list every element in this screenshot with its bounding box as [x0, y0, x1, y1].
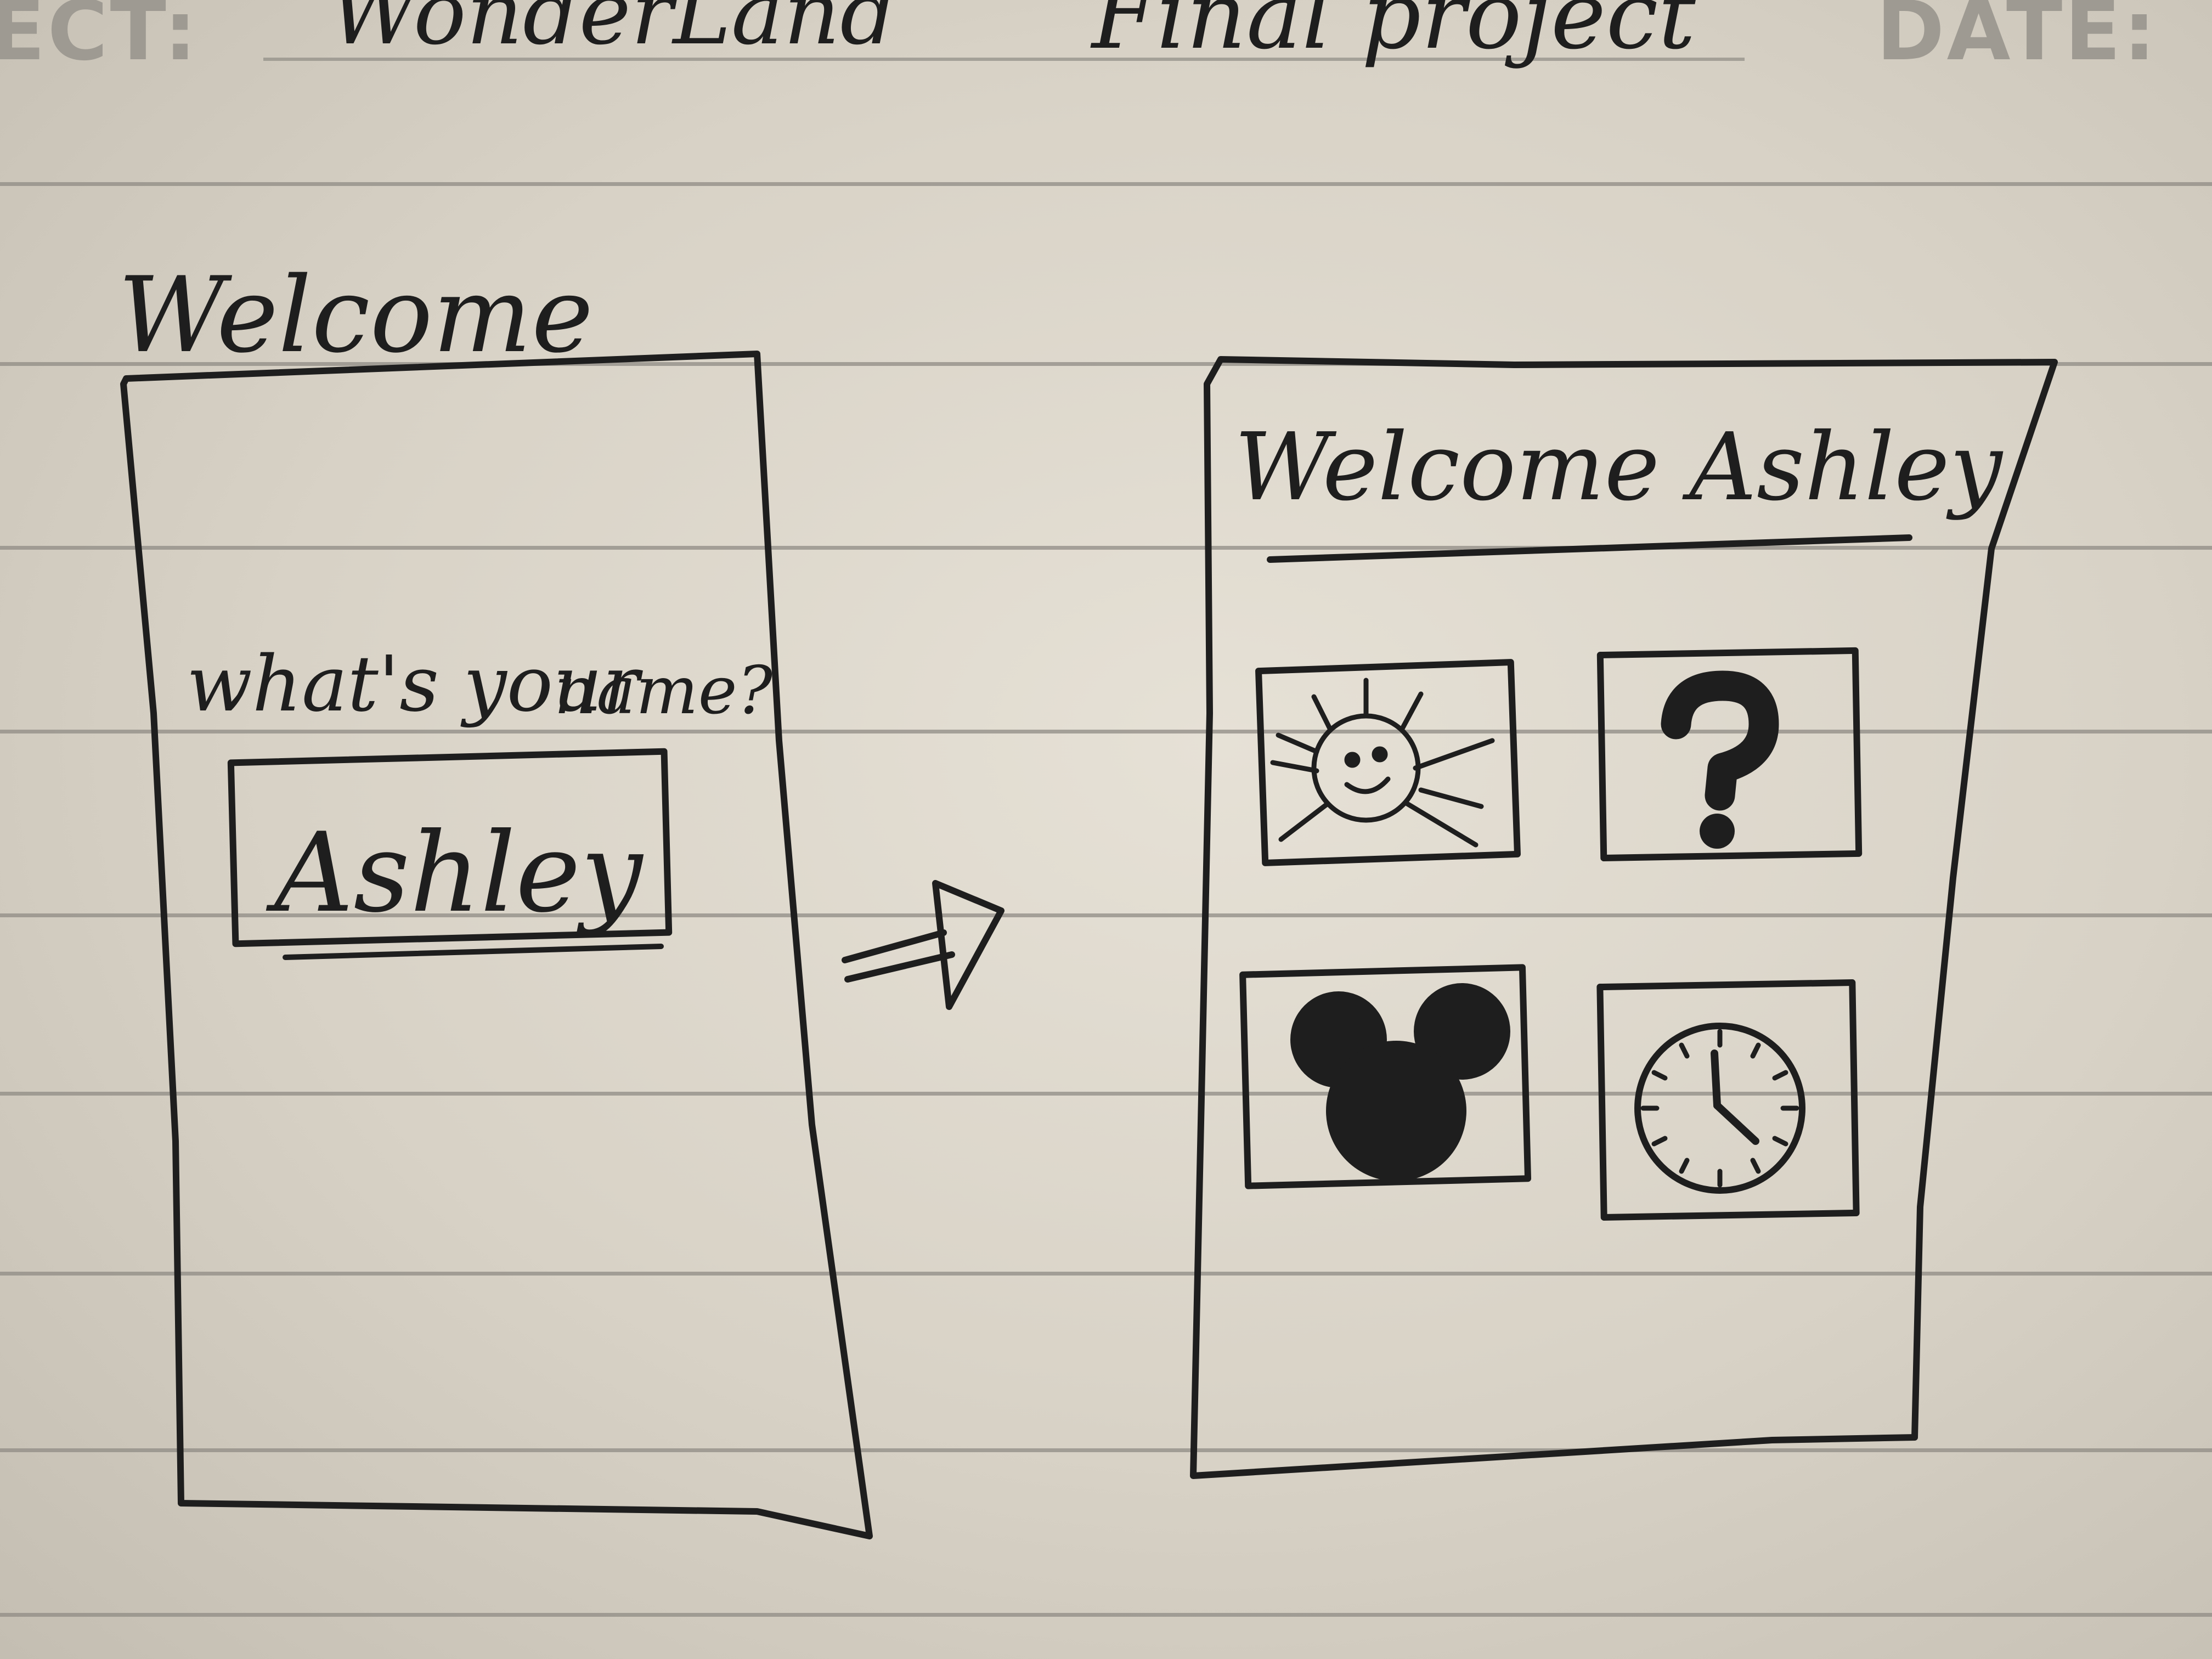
screen-2-title: Welcome Ashley: [1234, 413, 2004, 522]
ruled-line: [0, 546, 2212, 550]
name-prompt-line2: name?: [554, 653, 773, 729]
name-input-value: Ashley: [266, 809, 644, 937]
ruled-line: [0, 1448, 2212, 1452]
tile-clock[interactable]: [1596, 979, 1860, 1221]
name-input[interactable]: [227, 748, 673, 947]
tile-sun[interactable]: [1255, 659, 1521, 866]
screen-1-frame: [120, 351, 873, 1539]
screen-2-frame: [1190, 356, 2058, 1479]
sun-face-icon: [1270, 678, 1495, 848]
ruled-line: [0, 913, 2212, 917]
tile-question[interactable]: [1596, 647, 1863, 861]
name-input-underline: [283, 944, 664, 960]
ruled-line: [0, 1613, 2212, 1617]
screen-2: Welcome Ashley: [1190, 356, 2058, 1479]
subject-underline: [263, 58, 1745, 61]
subject-value-2: Final project: [1092, 0, 1696, 70]
date-label: DATE:: [1876, 0, 2158, 79]
ruled-line: [0, 182, 2212, 186]
transition-arrow-icon: [842, 880, 1005, 1010]
screen-1: Welcome what's your name? Ashley: [118, 255, 873, 1539]
subject-value: WonderLand: [329, 0, 896, 64]
ruled-line: [0, 362, 2212, 366]
ruled-line: [0, 1092, 2212, 1096]
name-prompt-line1: what's your: [187, 640, 643, 729]
screen-1-title: Welcome: [118, 255, 593, 376]
tile-mouse[interactable]: [1239, 964, 1532, 1189]
clock-icon: [1634, 1023, 1805, 1194]
screen-2-title-underline: [1267, 534, 1912, 563]
subject-label: ECT:: [0, 0, 199, 79]
ruled-line: [0, 730, 2212, 733]
question-mark-icon: [1661, 670, 1779, 849]
mouse-ears-icon: [1290, 983, 1510, 1181]
ruled-line: [0, 1272, 2212, 1276]
